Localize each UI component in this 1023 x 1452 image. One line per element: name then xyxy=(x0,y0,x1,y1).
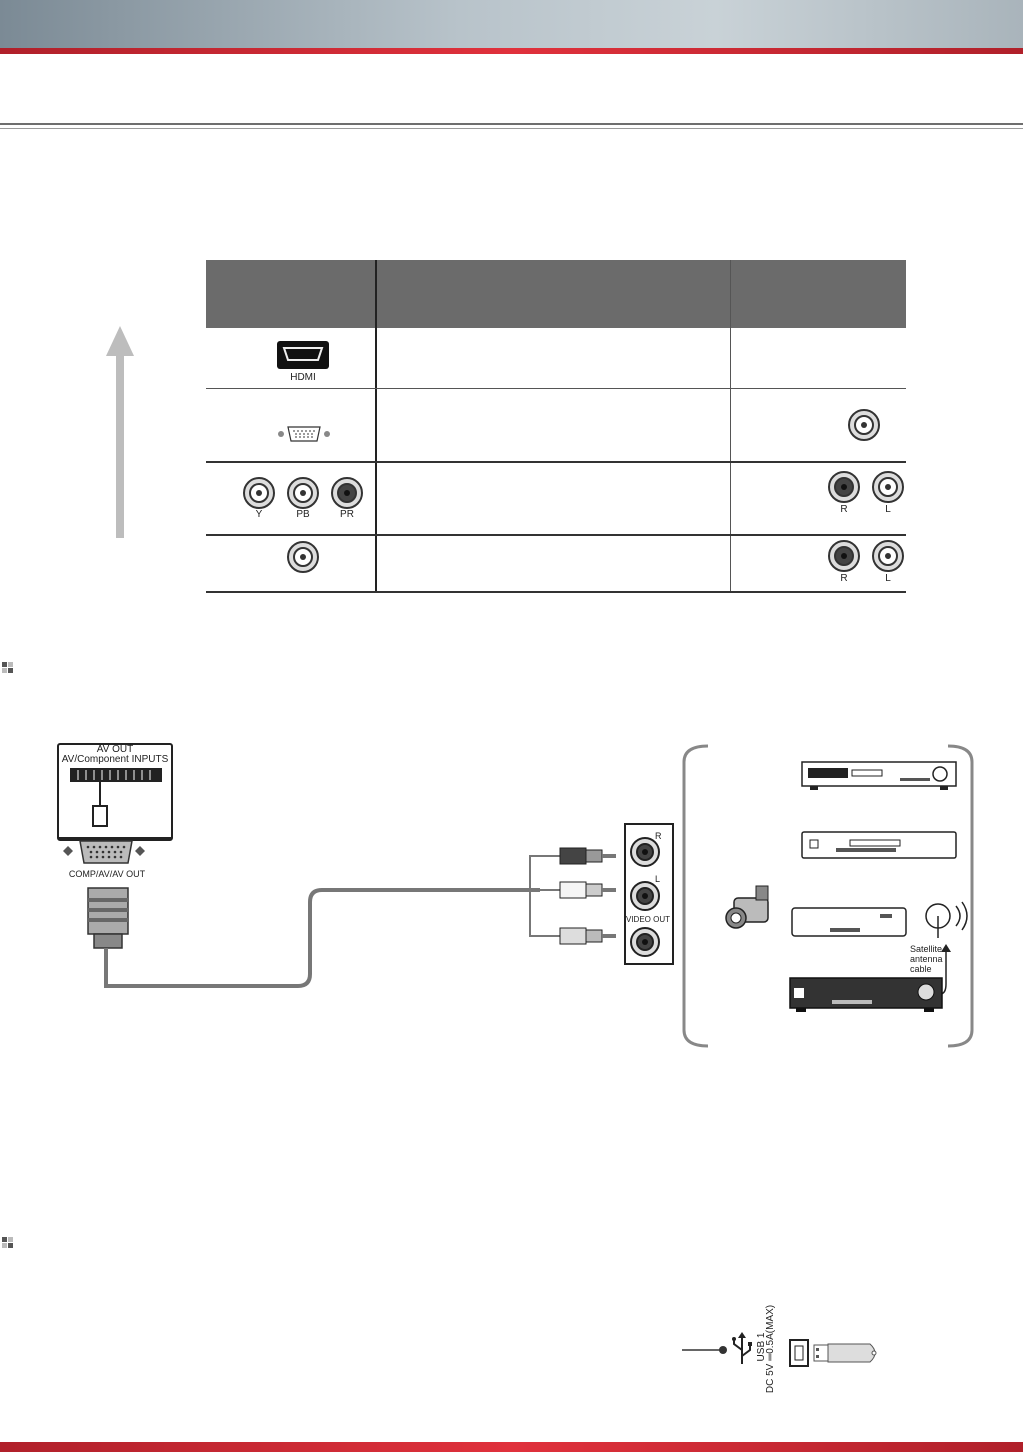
device-l-jack-icon xyxy=(630,881,660,911)
usb-symbol-icon xyxy=(682,1332,752,1364)
usb-power-label: DC 5V ═0.5A(MAX) xyxy=(765,1304,776,1394)
set-top-box-icon xyxy=(801,831,957,859)
av-audio-l-label: L xyxy=(885,573,891,584)
table-row-divider xyxy=(206,591,906,593)
satellite-label-3: cable xyxy=(910,964,932,974)
up-arrow-icon xyxy=(106,326,134,538)
component-pb-label: PB xyxy=(296,509,310,520)
table-header-cell-1 xyxy=(206,260,376,328)
vga-port-icon xyxy=(278,426,330,442)
header-bar xyxy=(0,0,1023,48)
receiver-box-icon xyxy=(791,907,907,937)
camcorder-icon xyxy=(725,885,769,929)
footer-accent-stripe xyxy=(0,1442,1023,1452)
table-divider xyxy=(375,260,377,592)
table-divider xyxy=(730,260,731,592)
av-audio-l-jack-icon xyxy=(872,540,904,572)
component-pb-jack-icon xyxy=(287,477,319,509)
audio-l-jack-icon xyxy=(872,471,904,503)
panel-port-strip-icon xyxy=(70,768,162,827)
header-accent-stripe xyxy=(0,48,1023,54)
component-pr-jack-icon xyxy=(331,477,363,509)
table-header-cell-3 xyxy=(730,260,906,328)
audio-l-label: L xyxy=(885,504,891,515)
hdmi-label: HDMI xyxy=(290,372,316,383)
component-pr-label: PR xyxy=(340,509,354,520)
section-bullet-icon xyxy=(2,662,13,673)
section-bullet-icon xyxy=(2,1237,13,1248)
hdmi-port-icon xyxy=(277,341,329,369)
component-y-jack-icon xyxy=(243,477,275,509)
tv-panel-inset xyxy=(57,743,173,841)
table-header-cell-2 xyxy=(376,260,730,328)
title-rule xyxy=(0,123,1023,125)
device-video-jack-icon xyxy=(630,927,660,957)
av-video-jack-icon xyxy=(287,541,319,573)
table-row-divider xyxy=(206,388,906,389)
usb-flash-drive-icon xyxy=(789,1339,877,1367)
comp-av-port-icon xyxy=(63,840,145,864)
device-r-label: R xyxy=(655,831,662,841)
av-audio-r-jack-icon xyxy=(828,540,860,572)
device-r-jack-icon xyxy=(630,837,660,867)
device-l-label: L xyxy=(655,874,661,884)
audio-r-jack-icon xyxy=(828,471,860,503)
table-row-divider xyxy=(206,461,906,463)
component-y-label: Y xyxy=(255,509,263,520)
dvd-player-icon xyxy=(801,761,957,790)
panel-title-inputs: AV/Component INPUTS xyxy=(61,754,169,765)
title-rule-thin xyxy=(0,128,1023,129)
av-audio-r-label: R xyxy=(840,573,848,584)
panel-title-av-out: AV OUT xyxy=(96,744,134,755)
audio-r-label: R xyxy=(840,504,848,515)
rca-jack-icon xyxy=(848,409,880,441)
satellite-label-2: antenna xyxy=(910,954,943,964)
satellite-dish-icon xyxy=(925,901,968,938)
rca-plug-set-icon xyxy=(529,847,616,945)
satellite-label-1: Satellite xyxy=(910,944,943,954)
device-group-bracket xyxy=(682,744,974,1048)
av-receiver-icon xyxy=(789,977,943,1012)
connector-label: COMP/AV/AV OUT xyxy=(68,869,146,879)
video-out-label: VIDEO OUT xyxy=(626,915,671,924)
table-row-divider xyxy=(206,534,906,536)
